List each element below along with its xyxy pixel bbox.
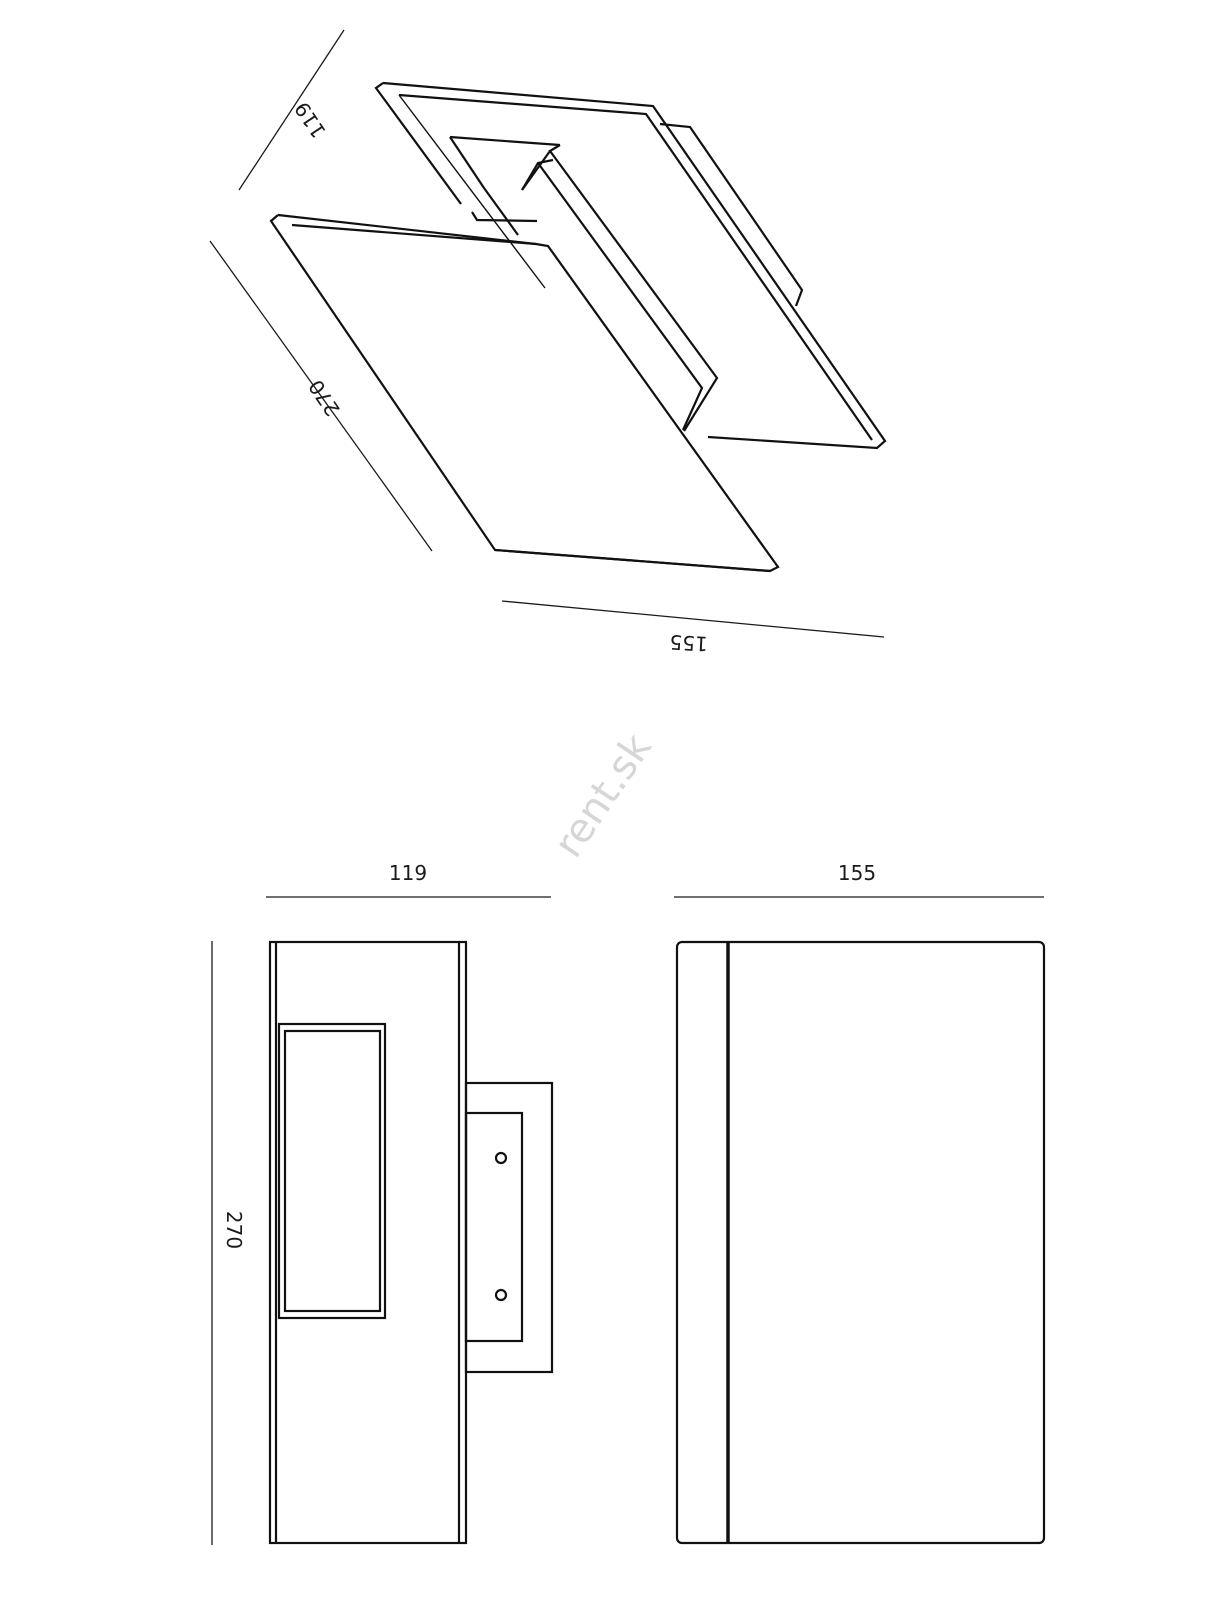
iso-inner-channel [449, 135, 719, 432]
front-width-label: 155 [838, 861, 876, 885]
iso-width-dim-line [501, 600, 885, 638]
watermark: rent.sk [546, 725, 662, 866]
screw-hole-top [494, 1151, 508, 1165]
side-window-outer [277, 1022, 387, 1320]
side-bracket-outer [464, 1081, 554, 1374]
isometric-view: 119 270 155 [209, 29, 887, 656]
side-width-label: 119 [389, 861, 427, 885]
screw-hole-bottom [494, 1288, 508, 1302]
front-view: 155 [674, 861, 1046, 1545]
iso-front-plate [269, 213, 780, 573]
iso-back-plate [374, 81, 887, 450]
side-bracket-plate [464, 1111, 524, 1343]
side-window-inner [283, 1029, 382, 1313]
iso-height-dim-line [209, 240, 433, 552]
front-body [675, 940, 1046, 1545]
iso-width-label: 155 [669, 630, 708, 656]
iso-depth-dim-line [238, 29, 345, 191]
side-view: 119 270 [211, 861, 554, 1545]
iso-height-label: 270 [304, 375, 345, 420]
side-body [268, 940, 468, 1545]
side-height-label: 270 [222, 1211, 246, 1249]
